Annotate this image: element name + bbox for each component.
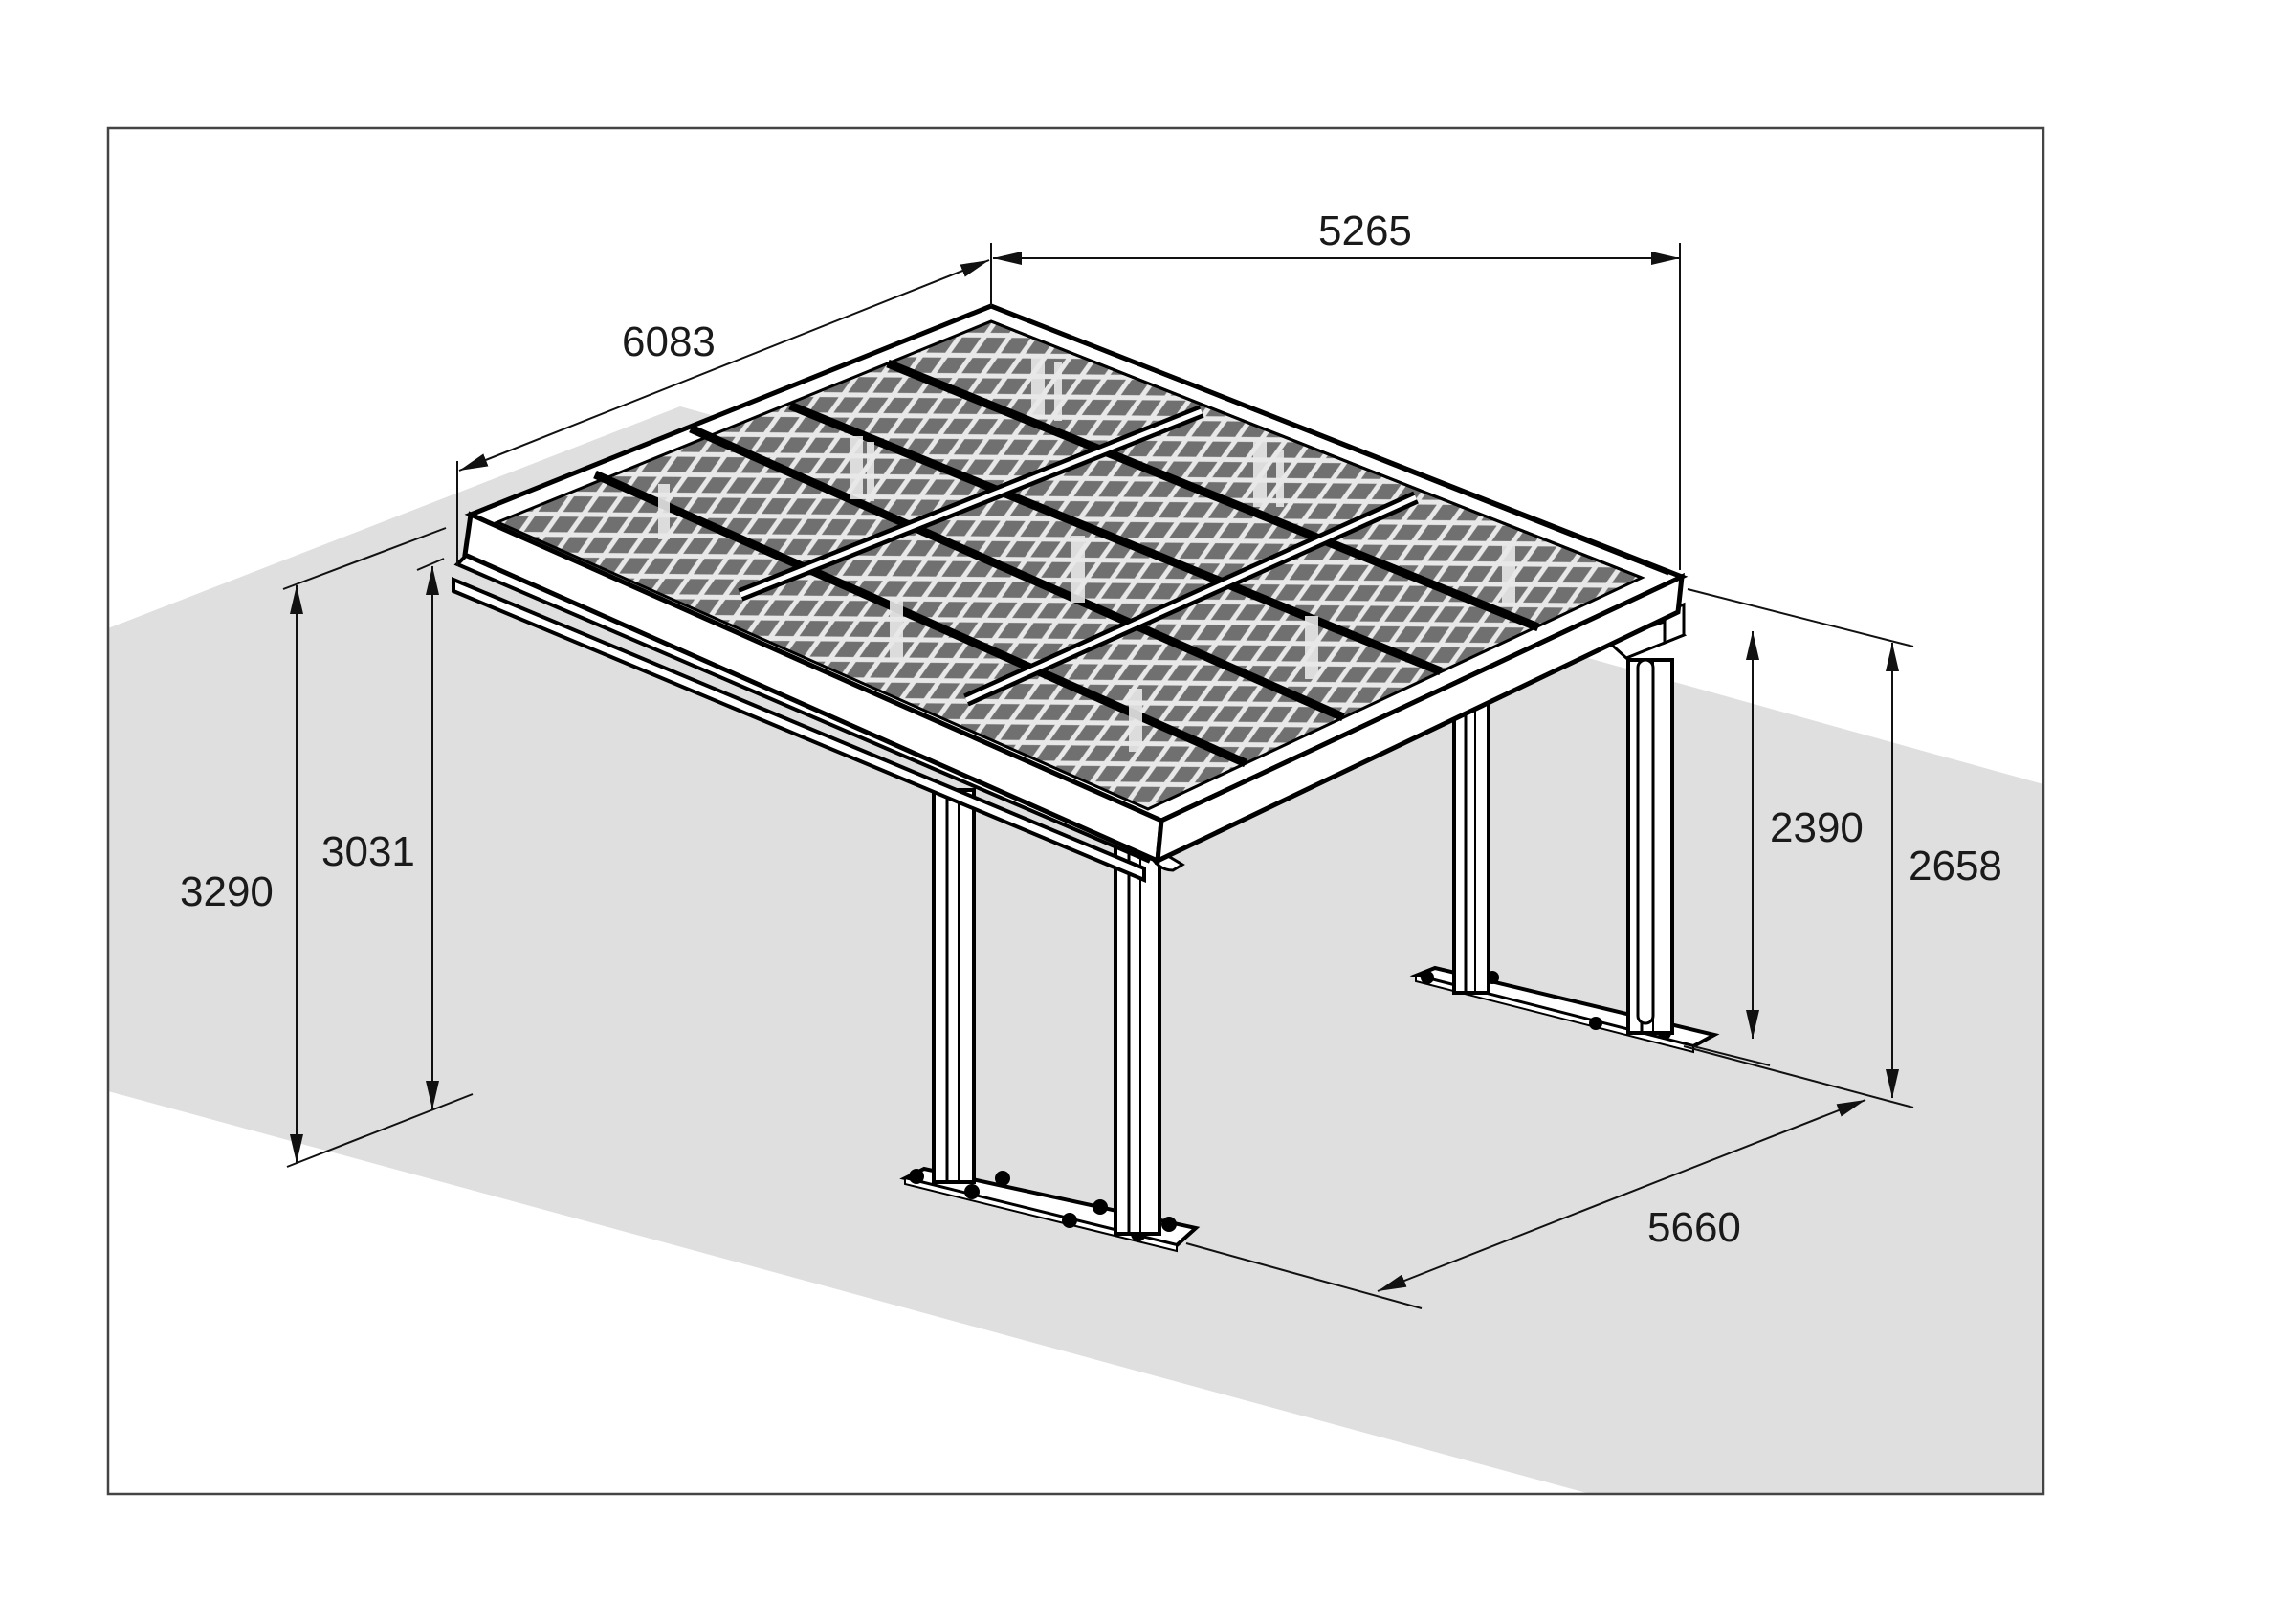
- dim-label-width-top: 5265: [1318, 208, 1412, 254]
- dim-label-height-rear-clear: 2390: [1770, 804, 1864, 851]
- downpipe: [1636, 658, 1655, 1025]
- rear-right-post: [1626, 658, 1674, 1035]
- dim-label-height-front-clear: 3031: [321, 828, 415, 875]
- dim-label-height-front-total: 3290: [180, 868, 274, 915]
- dim-label-height-rear-total: 2658: [1909, 843, 2002, 889]
- dimension-lines: [282, 243, 1914, 1309]
- front-right-post: [1114, 840, 1161, 1236]
- dim-label-depth-top: 6083: [622, 318, 716, 365]
- roof-seams: [738, 405, 1419, 707]
- front-left-post: [932, 788, 976, 1184]
- dim-label-width-base: 5660: [1647, 1204, 1741, 1251]
- drawing-border: [106, 126, 2045, 1496]
- rear-left-post: [1452, 687, 1490, 995]
